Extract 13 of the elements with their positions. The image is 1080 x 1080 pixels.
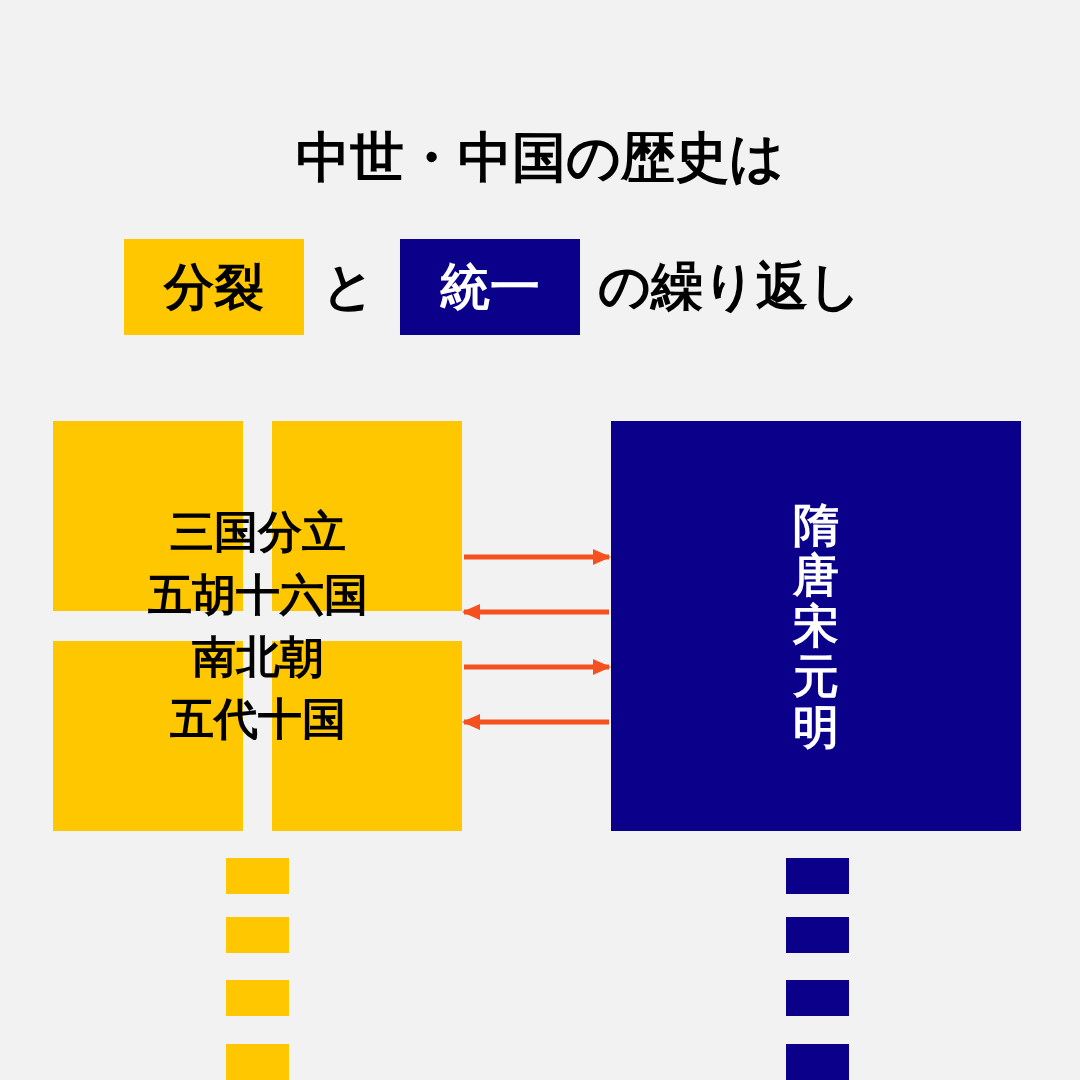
keyword: 統一 — [440, 257, 540, 317]
keyword: 分裂 — [164, 257, 264, 317]
arrow — [462, 714, 609, 730]
highlight-box — [400, 239, 580, 335]
dynasty-list: 隋唐宋元明 — [793, 499, 839, 753]
arrow — [464, 659, 611, 675]
unification-panel — [611, 421, 1021, 831]
title: 中世・中国の歴史は — [295, 125, 785, 191]
heading-text: と — [322, 255, 375, 318]
arrow — [462, 604, 609, 620]
arrow — [464, 549, 611, 565]
heading-text: の繰り返し — [598, 255, 861, 318]
highlight-box — [124, 239, 304, 335]
